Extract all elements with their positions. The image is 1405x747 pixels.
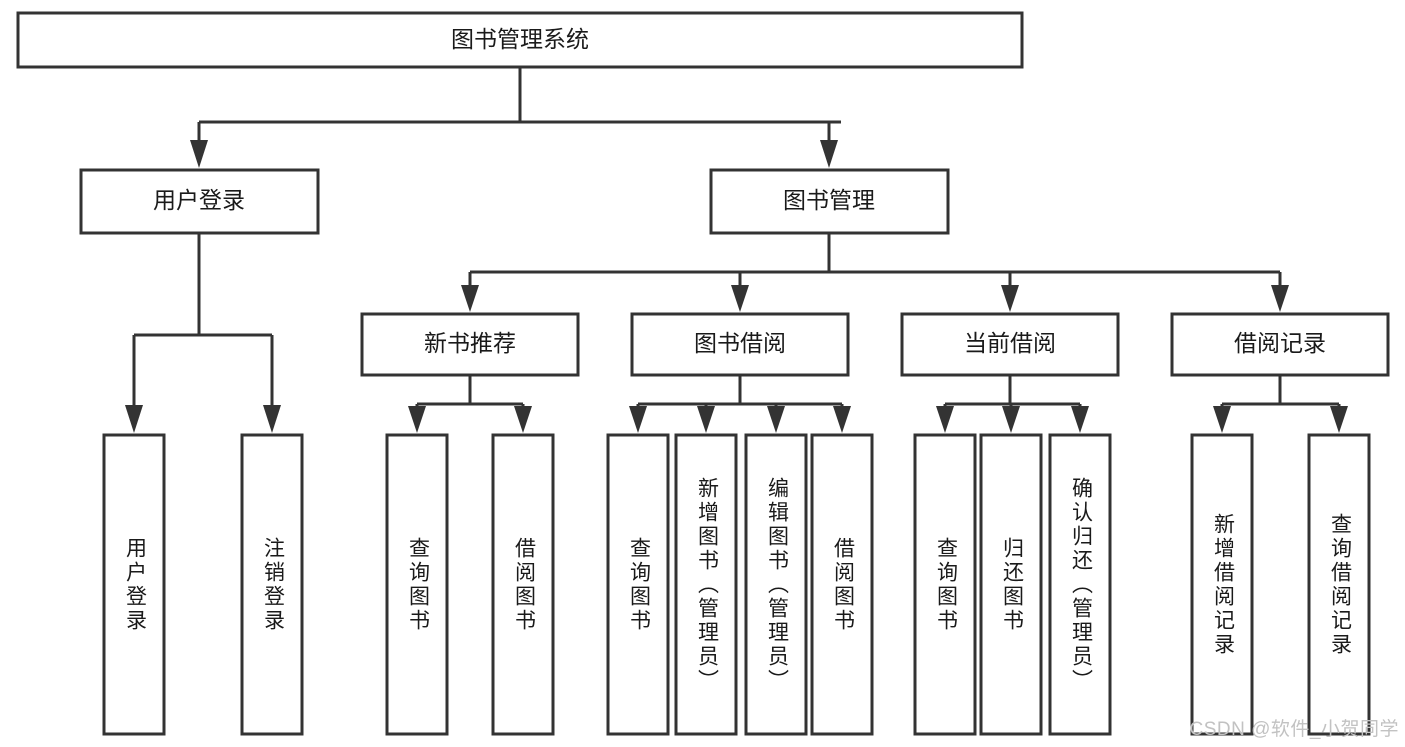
node-user-login[interactable]: 用户登录 bbox=[79, 168, 320, 235]
connector-user-login-to-leaves bbox=[125, 233, 281, 433]
connector-root-to-level2 bbox=[190, 67, 841, 168]
node-leaf-logout-label: 注销登录 bbox=[261, 537, 285, 633]
node-leaf-query-record[interactable]: 查询借阅记录 bbox=[1307, 433, 1371, 736]
node-leaf-query-book-2[interactable]: 查询图书 bbox=[606, 433, 670, 736]
node-new-book-recommend[interactable]: 新书推荐 bbox=[360, 312, 580, 377]
node-book-borrow-label: 图书借阅 bbox=[694, 330, 786, 356]
node-leaf-borrow-book-2-label: 借阅图书 bbox=[831, 537, 855, 633]
connector-current-borrow-to-leaves bbox=[936, 375, 1089, 433]
node-leaf-borrow-book-2[interactable]: 借阅图书 bbox=[810, 433, 874, 736]
node-leaf-user-login-label: 用户登录 bbox=[123, 537, 147, 633]
node-root-label: 图书管理系统 bbox=[451, 26, 589, 52]
connector-book-borrow-to-leaves bbox=[629, 375, 851, 433]
node-leaf-add-record[interactable]: 新增借阅记录 bbox=[1190, 433, 1254, 736]
node-borrow-record[interactable]: 借阅记录 bbox=[1170, 312, 1390, 377]
node-borrow-record-label: 借阅记录 bbox=[1234, 330, 1326, 356]
connector-book-management-to-level3 bbox=[461, 233, 1289, 312]
node-current-borrow[interactable]: 当前借阅 bbox=[900, 312, 1120, 377]
node-leaf-edit-book[interactable]: 编辑图书（管理员） bbox=[744, 433, 808, 736]
node-user-login-label: 用户登录 bbox=[153, 187, 245, 213]
connector-new-book-recommend-to-leaves bbox=[408, 375, 532, 433]
node-leaf-add-book-label: 新增图书（管理员） bbox=[695, 477, 719, 693]
node-leaf-logout[interactable]: 注销登录 bbox=[240, 433, 304, 736]
node-leaf-confirm-return[interactable]: 确认归还（管理员） bbox=[1048, 433, 1112, 736]
node-leaf-query-book-1[interactable]: 查询图书 bbox=[385, 433, 449, 736]
node-leaf-edit-book-label: 编辑图书（管理员） bbox=[765, 477, 789, 693]
node-leaf-query-book-1-label: 查询图书 bbox=[406, 537, 430, 633]
node-book-management[interactable]: 图书管理 bbox=[709, 168, 950, 235]
node-leaf-query-record-label: 查询借阅记录 bbox=[1328, 513, 1352, 657]
node-book-borrow[interactable]: 图书借阅 bbox=[630, 312, 850, 377]
node-leaf-add-book[interactable]: 新增图书（管理员） bbox=[674, 433, 738, 736]
node-leaf-borrow-book-1[interactable]: 借阅图书 bbox=[491, 433, 555, 736]
node-leaf-query-book-3[interactable]: 查询图书 bbox=[913, 433, 977, 736]
connector-borrow-record-to-leaves bbox=[1213, 375, 1348, 433]
csdn-watermark: CSDN @软件_小贺同学 bbox=[1189, 719, 1399, 740]
node-new-book-recommend-label: 新书推荐 bbox=[424, 330, 516, 356]
node-leaf-query-book-3-label: 查询图书 bbox=[934, 537, 958, 633]
node-root[interactable]: 图书管理系统 bbox=[16, 11, 1024, 69]
node-book-management-label: 图书管理 bbox=[783, 187, 875, 213]
node-current-borrow-label: 当前借阅 bbox=[964, 330, 1056, 356]
node-leaf-confirm-return-label: 确认归还（管理员） bbox=[1069, 477, 1093, 693]
node-leaf-borrow-book-1-label: 借阅图书 bbox=[512, 537, 536, 633]
node-leaf-return-book-label: 归还图书 bbox=[1000, 537, 1024, 633]
node-leaf-user-login[interactable]: 用户登录 bbox=[102, 433, 166, 736]
node-leaf-return-book[interactable]: 归还图书 bbox=[979, 433, 1043, 736]
node-leaf-add-record-label: 新增借阅记录 bbox=[1211, 513, 1235, 657]
node-leaf-query-book-2-label: 查询图书 bbox=[627, 537, 651, 633]
